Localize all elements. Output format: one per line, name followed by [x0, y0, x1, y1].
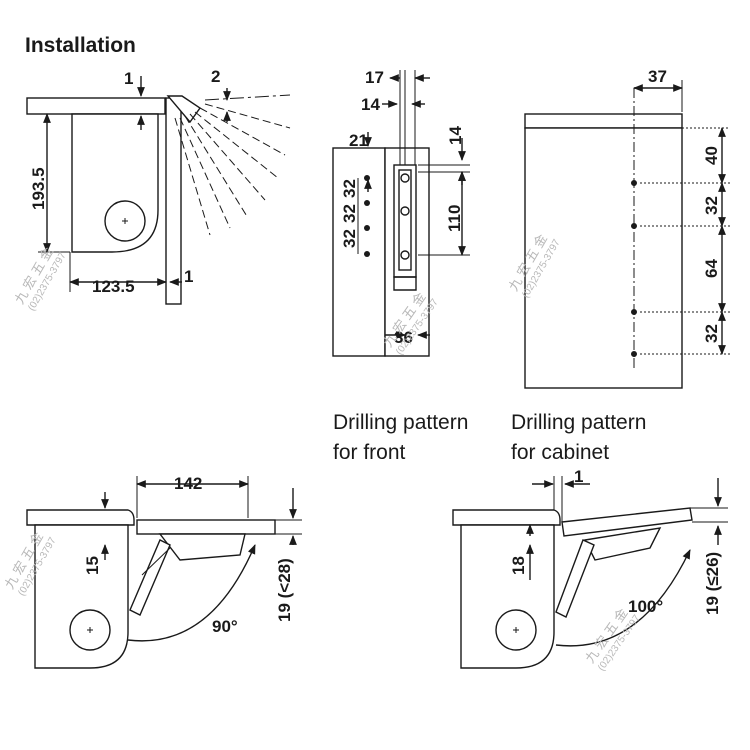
flap-100	[561, 507, 693, 537]
screw-hole	[400, 173, 410, 183]
open-100-view	[452, 476, 728, 669]
watermark-stamp: 九 宏 五 金 (02)2375-3797	[12, 245, 69, 313]
dim-front-32a: 32	[340, 179, 359, 198]
dim-front-36: 36	[394, 328, 413, 347]
dim-open90-width: 142	[174, 474, 202, 493]
mechanism-housing	[34, 524, 129, 669]
mount-hole	[495, 609, 537, 651]
dim-front-21: 21	[349, 131, 368, 150]
cabinet-top	[524, 113, 683, 129]
dim-open90-15: 15	[83, 556, 102, 575]
cabinet-drilling-view	[524, 80, 730, 389]
dim-cab-32a: 32	[702, 196, 721, 215]
screw-hole	[400, 250, 410, 260]
side-panel	[165, 97, 182, 305]
caption-front-line1: Drilling pattern	[333, 411, 469, 434]
dim-install-angle-gap: 2	[211, 67, 220, 86]
front-drilling-view	[332, 70, 470, 357]
caption-cabinet-line2: for cabinet	[511, 441, 610, 464]
page-title: Installation	[25, 34, 136, 57]
flap-90	[136, 519, 276, 535]
dim-open100-angle: 100°	[628, 597, 663, 616]
dim-front-32c: 32	[340, 229, 359, 248]
dim-front-14b: 14	[446, 126, 465, 145]
dim-open100-gap: 1	[574, 467, 583, 486]
dim-front-32b: 32	[340, 204, 359, 223]
hinge-arm	[555, 539, 595, 618]
top-panel	[26, 97, 166, 115]
dim-install-side-gap: 1	[184, 267, 193, 286]
dim-front-17: 17	[365, 68, 384, 87]
caption-drilling-cabinet: Drilling pattern for cabinet	[511, 408, 646, 468]
dim-open90-19: 19 (<28)	[275, 558, 294, 622]
dim-install-top-gap: 1	[124, 69, 133, 88]
dim-open100-18: 18	[509, 556, 528, 575]
top-panel	[26, 509, 135, 526]
dim-cab-40: 40	[702, 146, 721, 165]
installation-view	[26, 76, 291, 305]
swing-lines	[174, 94, 291, 236]
front-panel-left	[332, 147, 386, 357]
top-panel	[452, 509, 561, 526]
dim-open100-19: 19 (≤26)	[703, 552, 722, 615]
dim-front-14a: 14	[361, 95, 380, 114]
dim-cab-64: 64	[702, 259, 721, 278]
caption-front-line2: for front	[333, 441, 406, 464]
caption-cabinet-line1: Drilling pattern	[511, 411, 647, 434]
dim-install-height: 193.5	[29, 167, 48, 210]
dim-open90-angle: 90°	[212, 617, 238, 636]
dim-front-110: 110	[445, 205, 464, 232]
open-90-view	[26, 476, 302, 669]
watermark-stamp: 九 宏 五 金 (02)2375-3797	[582, 606, 643, 674]
mount-hole	[104, 200, 146, 242]
dim-cab-32b: 32	[702, 324, 721, 343]
mount-hole	[69, 609, 111, 651]
mechanism-housing	[460, 524, 555, 669]
mechanism-housing	[71, 113, 159, 253]
cabinet-side	[524, 127, 683, 389]
dim-cab-37: 37	[648, 67, 667, 86]
screw-hole	[400, 206, 410, 216]
dim-install-width: 123.5	[92, 277, 135, 296]
caption-drilling-front: Drilling pattern for front	[333, 408, 468, 468]
hinge-arm	[129, 539, 171, 616]
